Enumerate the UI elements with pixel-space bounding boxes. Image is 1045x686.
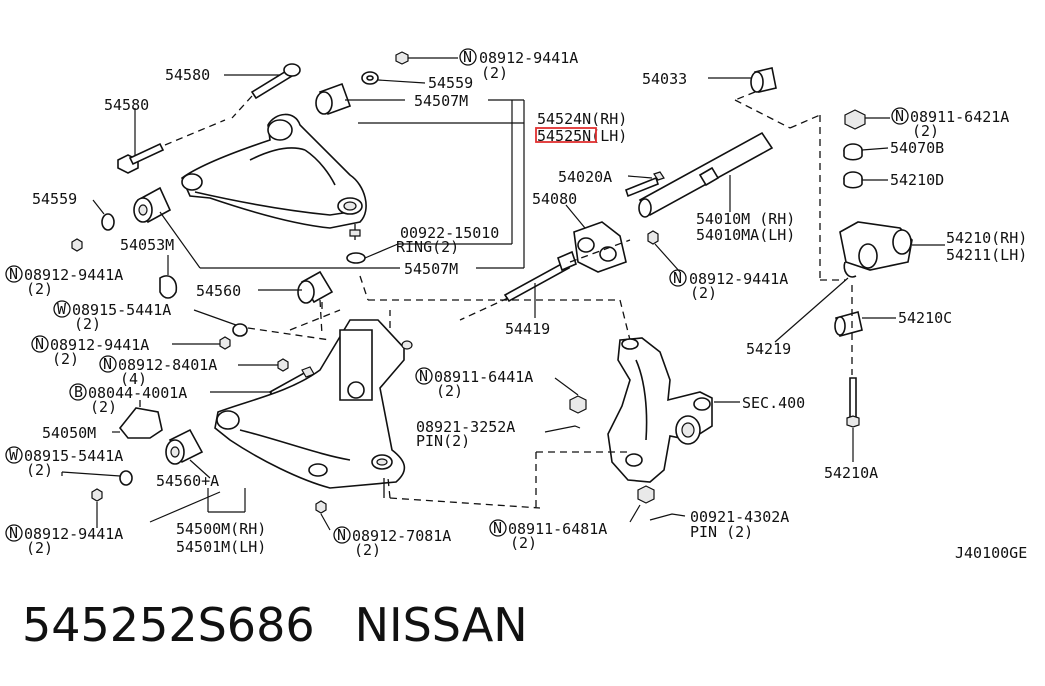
b-symbol-icon: [69, 383, 87, 401]
label-54559-top: 54559: [428, 74, 473, 92]
n-symbol-icon: [891, 107, 909, 125]
label-08911-6441a-qty: (2): [436, 382, 463, 400]
label-54501m: 54501M(LH): [176, 538, 266, 556]
label-54580-left: 54580: [104, 96, 149, 114]
label-08912-9441a-l1: 08912-9441A: [24, 266, 123, 284]
label-08912-7081a-qty: (2): [354, 541, 381, 559]
n-symbol-icon: [5, 524, 23, 542]
label-ring-2: RING(2): [396, 238, 459, 256]
label-54033: 54033: [642, 70, 687, 88]
label-08911-6421a-qty: (2): [912, 122, 939, 140]
brand-name: NISSAN: [354, 598, 528, 652]
n-symbol-text: N: [9, 524, 18, 542]
label-08044-4001a-qty: (2): [90, 398, 117, 416]
w-symbol-text: W: [9, 446, 19, 464]
label-08911-6481a: 08911-6481A: [508, 520, 607, 538]
label-pin-2-a: PIN(2): [416, 432, 470, 450]
label-54580-top: 54580: [165, 66, 210, 84]
label-08912-9441a-l1-qty: (2): [26, 280, 53, 298]
label-08921-3252a: 08921-3252A: [416, 418, 515, 436]
upper-link-assembly: [71, 51, 525, 310]
label-54210a: 54210A: [824, 464, 878, 482]
b-symbol-text: B: [74, 383, 83, 401]
n-symbol-icon: [31, 335, 49, 353]
label-54053m: 54053M: [120, 236, 174, 254]
label-08915-5441a-2-qty: (2): [26, 461, 53, 479]
n-symbol-icon: [459, 48, 477, 66]
n-symbol-icon: [5, 265, 23, 283]
label-08915-5441a-1: 08915-5441A: [72, 301, 171, 319]
diagram-code: J40100GE: [955, 544, 1027, 562]
label-sec400: SEC.400: [742, 394, 805, 412]
label-54210d: 54210D: [890, 171, 944, 189]
label-54210c: 54210C: [898, 309, 952, 327]
n-symbol-text: N: [337, 526, 346, 544]
label-08912-9441a-top: 08912-9441A: [479, 49, 578, 67]
label-54050m: 54050M: [42, 424, 96, 442]
label-54070b: 54070B: [890, 139, 944, 157]
label-54507m-bot: 54507M: [404, 260, 458, 278]
part-labels: 54580 54580 54559 54559 54507M 54507M 54…: [5, 48, 1027, 562]
n-symbol-text: N: [35, 335, 44, 353]
label-54560a: 54560+A: [156, 472, 219, 490]
n-symbol-icon: [333, 526, 351, 544]
label-08912-8401a-qty: (4): [120, 370, 147, 388]
label-08912-9441a-l2: 08912-9441A: [50, 336, 149, 354]
label-08044-4001a: 08044-4001A: [88, 384, 187, 402]
n-symbol-text: N: [463, 48, 472, 66]
label-54419: 54419: [505, 320, 550, 338]
label-00922-15010: 00922-15010: [400, 224, 499, 242]
label-pin-2-b: PIN (2): [690, 523, 753, 541]
label-08911-6421a: 08911-6421A: [910, 108, 1009, 126]
n-symbol-icon: [669, 269, 687, 287]
label-54524n: 54524N(RH): [537, 110, 627, 128]
label-54010m: 54010M (RH): [696, 210, 795, 228]
label-54525n: 54525N(LH): [537, 127, 627, 145]
n-symbol-text: N: [103, 355, 112, 373]
label-00921-4302a: 00921-4302A: [690, 508, 789, 526]
n-symbol-text: N: [493, 519, 502, 537]
label-08911-6481a-qty: (2): [510, 534, 537, 552]
label-54010ma: 54010MA(LH): [696, 226, 795, 244]
n-symbol-text: N: [895, 107, 904, 125]
w-symbol-icon: [5, 446, 23, 464]
n-symbol-icon: [489, 519, 507, 537]
highlight-box: [535, 127, 597, 143]
w-symbol-text: W: [57, 300, 67, 318]
label-54507m-top: 54507M: [414, 92, 468, 110]
label-54210: 54210(RH): [946, 229, 1027, 247]
part-number: 545252S686: [22, 598, 315, 652]
label-54219: 54219: [746, 340, 791, 358]
label-08911-6441a: 08911-6441A: [434, 368, 533, 386]
steering-knuckle: [387, 337, 740, 523]
label-08912-9441a-l3: 08912-9441A: [24, 525, 123, 543]
tension-rod-assembly: [359, 67, 821, 341]
label-54559-left: 54559: [32, 190, 77, 208]
lower-link-assembly: [61, 270, 413, 531]
n-symbol-text: N: [419, 367, 428, 385]
label-54020a: 54020A: [558, 168, 612, 186]
n-symbol-icon: [415, 367, 433, 385]
n-symbol-text: N: [9, 265, 18, 283]
label-08912-9441a-mid: 08912-9441A: [689, 270, 788, 288]
label-08912-9441a-mid-qty: (2): [690, 284, 717, 302]
label-08912-9441a-top-qty: (2): [481, 64, 508, 82]
n-symbol-text: N: [673, 269, 682, 287]
label-08912-7081a: 08912-7081A: [352, 527, 451, 545]
label-54211: 54211(LH): [946, 246, 1027, 264]
label-54080: 54080: [532, 190, 577, 208]
label-54560: 54560: [196, 282, 241, 300]
w-symbol-icon: [53, 300, 71, 318]
label-54500m: 54500M(RH): [176, 520, 266, 538]
stabilizer-link-assembly: [774, 109, 945, 462]
label-08915-5441a-1-qty: (2): [74, 315, 101, 333]
label-08912-8401a: 08912-8401A: [118, 356, 217, 374]
label-08915-5441a-2: 08915-5441A: [24, 447, 123, 465]
label-08912-9441a-l2-qty: (2): [52, 350, 79, 368]
footer: 545252S686 NISSAN: [22, 598, 1022, 668]
label-08912-9441a-l3-qty: (2): [26, 539, 53, 557]
n-symbol-icon: [99, 355, 117, 373]
